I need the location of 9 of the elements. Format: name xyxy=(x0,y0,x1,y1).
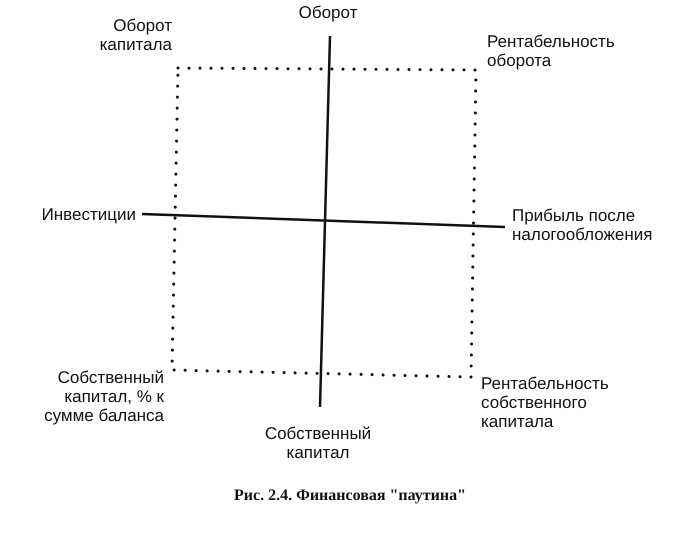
axis-label: Оборот xyxy=(298,3,358,22)
figure-caption: Рис. 2.4. Финансовая "паутина" xyxy=(234,487,466,505)
corner-label: Оборот капитала xyxy=(98,16,172,54)
axis-label: Прибыль после налогообложения xyxy=(512,206,654,244)
axis-label: Инвестиции xyxy=(40,205,136,224)
axis-label: Собственный капитал xyxy=(264,424,372,462)
corner-label: Рентабельность оборота xyxy=(487,32,616,70)
corner-label: Рентабельность собственного капитала xyxy=(481,374,610,431)
corner-label: Собственный капитал, % к сумме баланса xyxy=(43,368,164,425)
